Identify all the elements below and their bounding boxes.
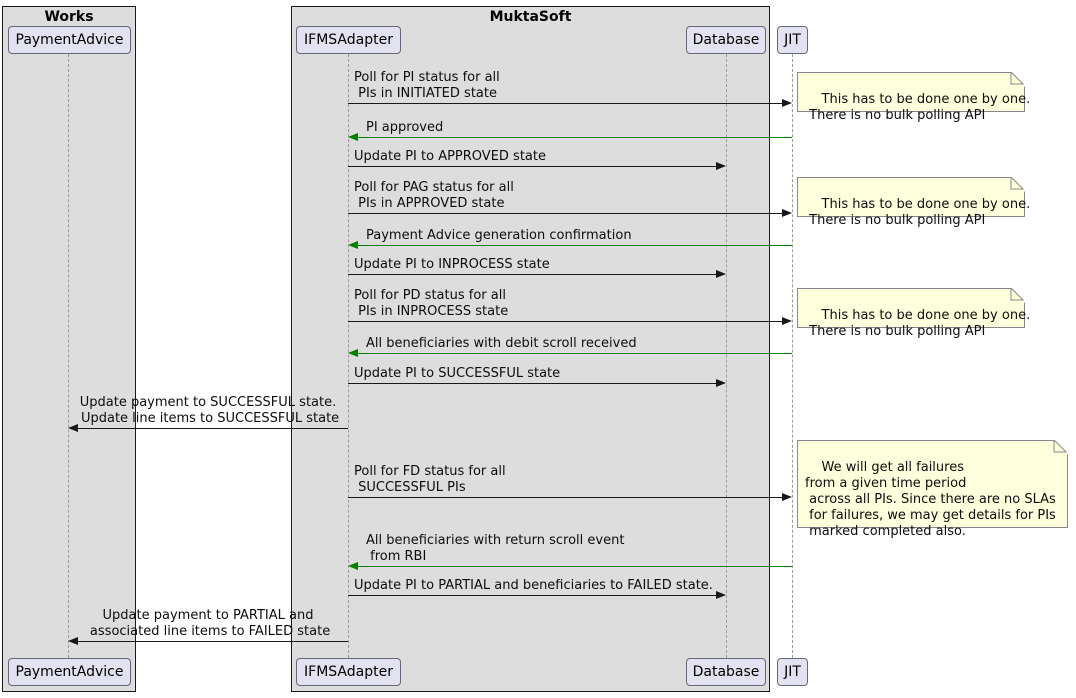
participant-jit-bottom: JIT: [777, 658, 808, 686]
message-line: [358, 245, 792, 246]
arrowhead-left-icon: [68, 637, 78, 645]
note-fold-icon: [1010, 72, 1025, 87]
message-label: Payment Advice generation confirmation: [366, 228, 632, 243]
note-fold-icon: [1010, 288, 1025, 303]
message-label: Update payment to PARTIAL and associated…: [89, 608, 331, 639]
message-line: [348, 166, 716, 167]
note-text: We will get all failures from a given ti…: [805, 460, 1056, 539]
lifeline-paymentadvice: [68, 54, 69, 658]
message-label: Update PI to PARTIAL and beneficiaries t…: [354, 578, 713, 593]
participant-jit-top: JIT: [777, 26, 808, 54]
message-line: [348, 321, 782, 322]
note: This has to be done one by one. There is…: [797, 177, 1030, 228]
arrowhead-right-icon: [716, 379, 726, 387]
message-label: Poll for PD status for all PIs in INPROC…: [354, 288, 509, 319]
message-line: [348, 595, 716, 596]
note-fold-icon: [1010, 177, 1025, 192]
participant-database-top: Database: [686, 26, 766, 54]
message-line: [358, 566, 792, 567]
participant-database-bottom: Database: [686, 658, 766, 686]
message-line: [348, 103, 782, 104]
arrowhead-right-icon: [782, 99, 792, 107]
message-label: Update PI to INPROCESS state: [354, 257, 550, 272]
message-line: [358, 353, 792, 354]
note: This has to be done one by one. There is…: [797, 288, 1030, 339]
arrowhead-left-icon: [348, 241, 358, 249]
frame-muktasoft: MuktaSoft: [291, 6, 770, 692]
message-label: Update PI to SUCCESSFUL state: [354, 366, 561, 381]
note-text: This has to be done one by one. There is…: [809, 197, 1031, 228]
arrowhead-right-icon: [716, 270, 726, 278]
message-label: PI approved: [366, 120, 444, 135]
message-label: Update payment to SUCCESSFUL state. Upda…: [79, 395, 340, 426]
note-text: This has to be done one by one. There is…: [809, 308, 1031, 339]
message-line: [348, 497, 782, 498]
message-label: Poll for FD status for all SUCCESSFUL PI…: [354, 464, 506, 495]
frame-works: Works: [2, 6, 136, 692]
arrowhead-left-icon: [348, 562, 358, 570]
note: This has to be done one by one. There is…: [797, 72, 1030, 123]
message-line: [348, 383, 716, 384]
arrowhead-right-icon: [716, 162, 726, 170]
lifeline-database: [726, 54, 727, 658]
note: We will get all failures from a given ti…: [797, 440, 1068, 539]
arrowhead-left-icon: [348, 349, 358, 357]
arrowhead-left-icon: [348, 133, 358, 141]
participant-ifmsadapter-top: IFMSAdapter: [296, 26, 401, 54]
message-line: [78, 428, 348, 429]
arrowhead-left-icon: [68, 424, 78, 432]
message-label: Update PI to APPROVED state: [354, 149, 546, 164]
arrowhead-right-icon: [782, 493, 792, 501]
arrowhead-right-icon: [716, 591, 726, 599]
message-label: Poll for PI status for all PIs in INITIA…: [354, 70, 500, 101]
participant-paymentadvice-top: PaymentAdvice: [8, 26, 131, 54]
arrowhead-right-icon: [782, 317, 792, 325]
message-label: All beneficiaries with debit scroll rece…: [366, 336, 637, 351]
participant-ifmsadapter-bottom: IFMSAdapter: [296, 658, 401, 686]
message-line: [78, 641, 348, 642]
message-line: [348, 274, 716, 275]
note-text: This has to be done one by one. There is…: [809, 92, 1031, 123]
arrowhead-right-icon: [782, 209, 792, 217]
lifeline-jit: [792, 54, 793, 658]
frame-muktasoft-title: MuktaSoft: [489, 9, 572, 25]
frame-works-title: Works: [44, 9, 94, 25]
message-label: All beneficiaries with return scroll eve…: [366, 533, 625, 564]
message-line: [358, 137, 792, 138]
message-label: Poll for PAG status for all PIs in APPRO…: [354, 180, 514, 211]
participant-paymentadvice-bottom: PaymentAdvice: [8, 658, 131, 686]
note-fold-icon: [1053, 440, 1068, 455]
message-line: [348, 213, 782, 214]
